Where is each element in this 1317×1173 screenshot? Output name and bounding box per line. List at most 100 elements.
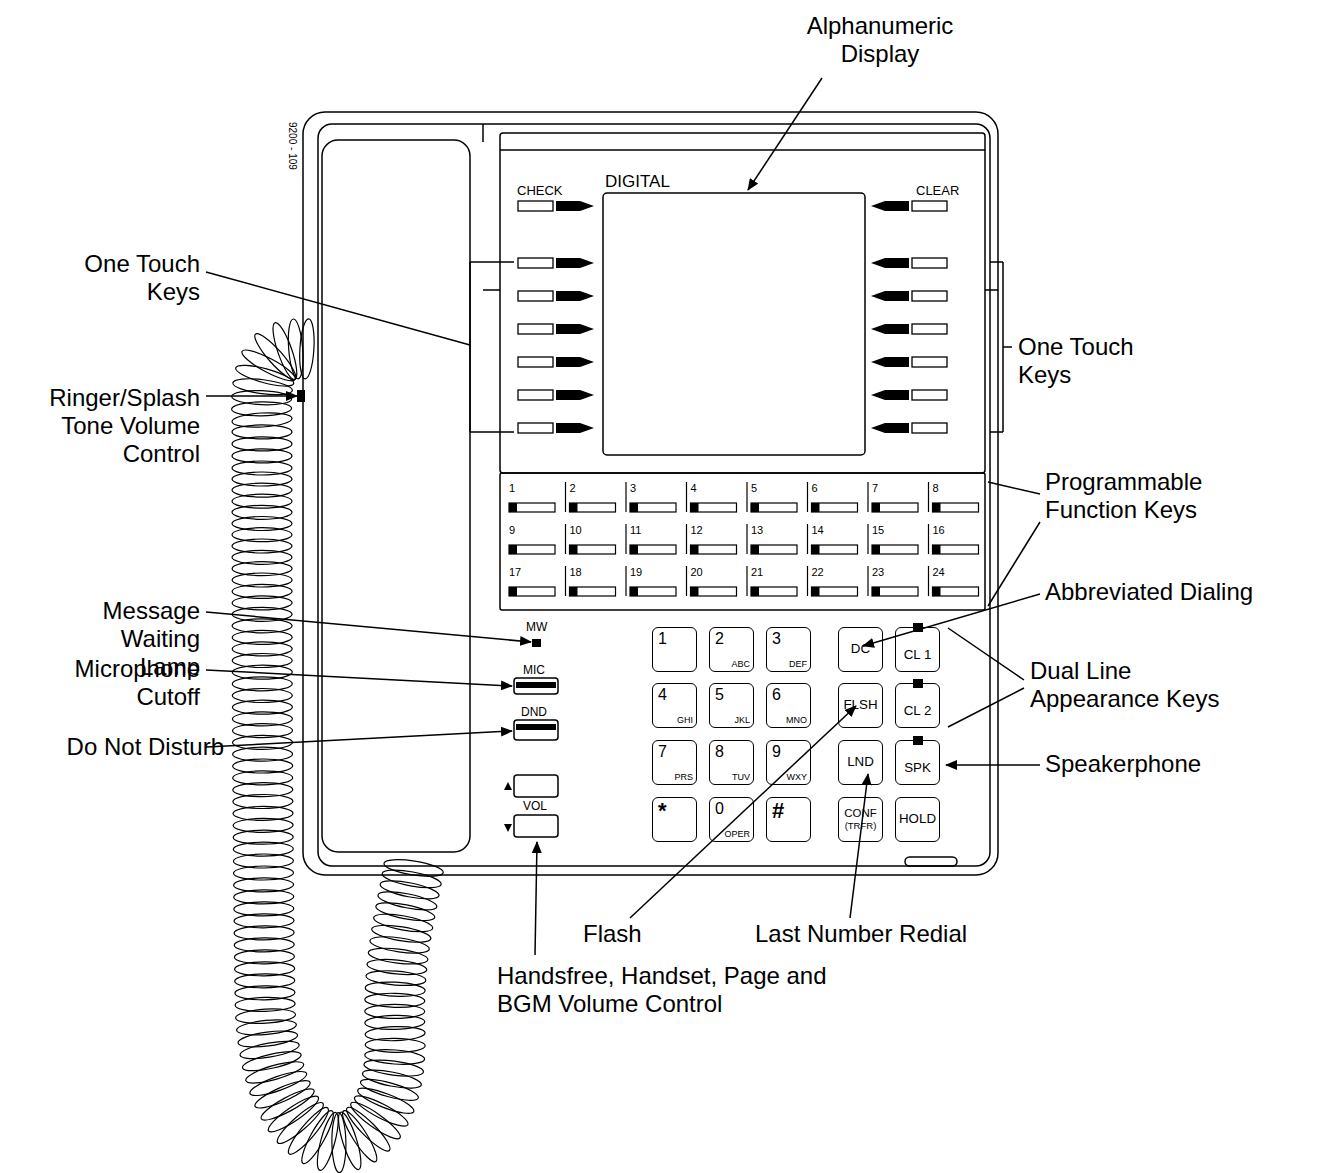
- key-lamp: [509, 503, 517, 512]
- callout-text: One Touch Keys: [1018, 333, 1178, 389]
- key-bar: [751, 545, 797, 554]
- key-label: CL 2: [896, 703, 939, 719]
- key-bar: [872, 545, 918, 554]
- key-bar: [570, 545, 616, 554]
- key-letters: GHI: [677, 715, 693, 725]
- key-letters: PRS: [674, 772, 693, 782]
- callout-text: Abbreviated Dialing: [1045, 578, 1305, 606]
- key-bar: [912, 201, 947, 211]
- key-label: HOLD: [896, 811, 939, 827]
- key-lamp: [751, 587, 759, 596]
- key-bar: [812, 503, 858, 512]
- key-digit: 6: [772, 686, 781, 704]
- key-bar: [872, 503, 918, 512]
- key-number: 14: [812, 524, 824, 537]
- key-letters: ABC: [731, 659, 750, 669]
- cord-loop: [232, 550, 292, 564]
- divider: [625, 524, 626, 554]
- drawing-number: 9200 - 109: [286, 122, 298, 170]
- key-bar: [570, 503, 616, 512]
- divider: [746, 566, 747, 596]
- key-number: 12: [691, 524, 703, 537]
- cord-loop: [375, 899, 437, 924]
- key-bar: [872, 587, 918, 596]
- function-key: CL 1: [895, 627, 940, 672]
- panel-text: CLEAR: [916, 183, 959, 198]
- key-lamp: [691, 545, 699, 554]
- cord-loop: [232, 494, 292, 508]
- key-lamp: [812, 545, 820, 554]
- panel-text: DND: [521, 705, 547, 719]
- key-lamp: [691, 587, 699, 596]
- key-number: 2: [570, 482, 576, 495]
- key-lamp: [751, 503, 759, 512]
- cord-loop: [365, 1004, 425, 1018]
- key-bar: [518, 390, 553, 400]
- key-number: 15: [872, 524, 884, 537]
- callout-text: Last Number Redial: [755, 920, 967, 948]
- key-lamp: [630, 503, 638, 512]
- key-arrow: [556, 201, 594, 211]
- phone-body: [303, 112, 998, 875]
- key-arrow: [871, 357, 909, 367]
- dial-key: #: [766, 797, 811, 842]
- divider: [686, 566, 687, 596]
- function-key: CONF(TRFR): [838, 797, 883, 842]
- key-number: 7: [872, 482, 878, 495]
- divider: [807, 482, 808, 512]
- cord-loop: [359, 1075, 421, 1105]
- key-number: 13: [751, 524, 763, 537]
- key-arrow: [556, 390, 594, 400]
- divider: [867, 566, 868, 596]
- key-bar: [751, 503, 797, 512]
- cord-loop: [369, 934, 430, 956]
- key-number: 22: [812, 566, 824, 579]
- key-number: 24: [933, 566, 945, 579]
- callout-text: Do Not Disturb: [4, 733, 224, 761]
- key-lamp: [933, 587, 941, 596]
- key-bar: [570, 587, 616, 596]
- key-bar: [691, 503, 737, 512]
- dial-key: *: [652, 797, 697, 842]
- key-number: 11: [630, 524, 641, 537]
- divider: [746, 524, 747, 554]
- panel-text: DIGITAL: [605, 172, 670, 192]
- divider: [867, 482, 868, 512]
- cord-loop: [383, 856, 444, 879]
- key-arrow: [556, 357, 594, 367]
- key-bar: [630, 503, 676, 512]
- cord-loop: [342, 1103, 394, 1155]
- key-bar: [912, 324, 947, 334]
- cord-loop: [298, 319, 316, 380]
- cord-loop: [365, 1015, 425, 1030]
- key-bar: [518, 258, 553, 268]
- key-digit: 5: [715, 686, 724, 704]
- key-number: 23: [872, 566, 884, 579]
- dial-key: 4GHI: [652, 683, 697, 728]
- function-key-grid: [509, 482, 979, 596]
- key-lamp: [933, 545, 941, 554]
- cord-loop: [365, 981, 426, 998]
- key-arrow: [871, 258, 909, 268]
- coiled-cord: [231, 318, 444, 1172]
- key-lamp: [630, 587, 638, 596]
- key-letters: TUV: [732, 772, 750, 782]
- callout-text: One Touch Keys: [40, 250, 200, 306]
- key-bar: [691, 545, 737, 554]
- one-touch-keys: [518, 201, 947, 433]
- cord-loop: [241, 1048, 303, 1075]
- divider: [928, 482, 929, 512]
- key-arrow: [871, 390, 909, 400]
- key-number: 19: [630, 566, 642, 579]
- key-number: 3: [630, 482, 636, 495]
- cord-loop: [371, 922, 432, 946]
- key-letters: WXY: [786, 772, 807, 782]
- key-label: (TRFR): [839, 820, 882, 832]
- key-digit: #: [772, 802, 784, 820]
- key-digit: 8: [715, 743, 724, 761]
- cord-loop: [372, 911, 434, 936]
- key-number: 10: [570, 524, 582, 537]
- key-digit: 9: [772, 743, 781, 761]
- cord-loop: [252, 1076, 313, 1113]
- key-lamp: [872, 587, 880, 596]
